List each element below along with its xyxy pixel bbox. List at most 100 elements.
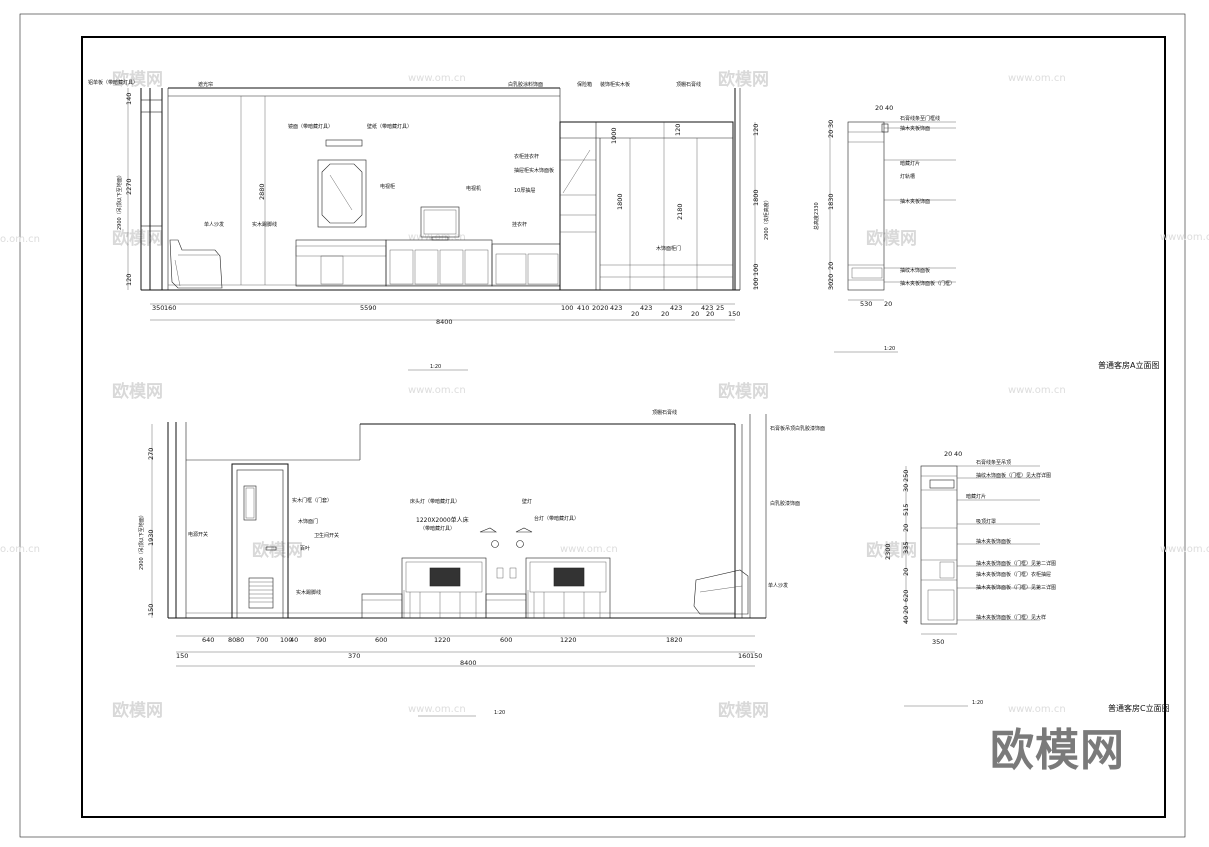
watermark-brand: 欧模网 xyxy=(718,700,769,721)
side-dim-left: 20 xyxy=(827,130,835,138)
outer-frame xyxy=(19,13,1186,838)
side-dim-top: 40 xyxy=(954,450,962,458)
dim-total: 8400 xyxy=(460,659,477,667)
side-scale: 1:20 xyxy=(972,700,983,706)
label-bed-light: 床头灯（带暗藏灯具） xyxy=(410,498,460,505)
dim-bottom-sub: 20 xyxy=(706,310,714,318)
scale-main: 1:20 xyxy=(430,364,441,370)
watermark-url: www.om.cn xyxy=(1160,544,1209,555)
side-label: 抽纹木饰面板 xyxy=(900,267,930,274)
watermarks: 欧模网 www.om.cn 欧模网 www.om.cn o.om.cn 欧模网 … xyxy=(0,69,1209,721)
label-chair: 单人沙发 xyxy=(204,221,224,228)
label-switch: 电源开关 xyxy=(188,531,208,538)
watermark-brand: 欧模网 xyxy=(718,381,769,402)
side-dim-top: 40 xyxy=(885,104,893,112)
label-bath-light: 卫生间开关 xyxy=(314,532,339,539)
inner-frame xyxy=(81,36,1166,818)
dim-inner: 120 xyxy=(674,124,682,136)
side-label: 暗藏灯片 xyxy=(966,493,986,500)
dim-right: 1800 xyxy=(752,189,760,206)
side-dim-left: 250 xyxy=(902,470,910,482)
dim-bottom: 423 xyxy=(610,304,622,312)
dim-left: 120 xyxy=(125,274,133,286)
side-dim-left: 30 xyxy=(902,484,910,492)
dim-bottom: 410 xyxy=(577,304,589,312)
dim-right: 120 xyxy=(752,124,760,136)
watermark-url: www.om.cn xyxy=(1160,232,1209,243)
label-door-note: 木饰面门 xyxy=(298,518,318,525)
side-dim-height: 2300 xyxy=(884,543,892,560)
dim-left: 270 xyxy=(147,448,155,460)
side-dim-left: 20 xyxy=(902,606,910,614)
dim-inner: 1000 xyxy=(610,127,618,144)
dim-bottom: 100 xyxy=(280,636,292,644)
dim-bottom: 600 xyxy=(375,636,387,644)
dim-bottom: 890 xyxy=(314,636,326,644)
dim-right-height: 2900（衣柜高度） xyxy=(763,197,770,240)
side-dim-left: 335 xyxy=(902,542,910,554)
label-safe: 保险箱 xyxy=(577,81,592,88)
dim-right: 100 xyxy=(752,278,760,290)
watermark-brand: 欧模网 xyxy=(112,69,163,90)
elevation-c-labels: 顶棚石膏线 石膏板吊顶白乳胶漆饰面 白乳胶漆饰面 电源开关 实木门框（门套） 木… xyxy=(138,409,825,716)
side-label: 吸顶灯罩 xyxy=(976,518,996,525)
dim-bottom: 100 xyxy=(561,304,573,312)
label-rail-line: 木饰面柜门 xyxy=(656,245,681,252)
dim-bottom: 40 xyxy=(290,636,298,644)
side-label: 抽木夹板饰面板 xyxy=(976,538,1011,545)
dim-left: 150 xyxy=(147,604,155,616)
label-ceiling-finish: 白乳胶涂料饰面 xyxy=(508,81,543,88)
label-door-frame: 实木门框（门套） xyxy=(292,497,332,504)
side-label: 暗藏灯片 xyxy=(900,160,920,167)
label-headboard-note: （带暗藏灯具） xyxy=(420,525,455,532)
side-label: 石膏线条至门框线 xyxy=(900,115,940,122)
dim-bottom: 2020 xyxy=(592,304,609,312)
label-door-louver: 百叶 xyxy=(300,545,310,552)
side-dim-top: 20 xyxy=(944,450,952,458)
dim-bottom: 80 xyxy=(236,636,244,644)
watermark-cn-tag: o.om.cn xyxy=(0,544,40,555)
dim-bottom: 1220 xyxy=(560,636,577,644)
dim-bottom: 600 xyxy=(500,636,512,644)
dim-bottom: 80 xyxy=(228,636,236,644)
side-label: 抽木夹板饰面 xyxy=(900,125,930,132)
label-sconce: 台灯（带暗藏灯具） xyxy=(534,515,579,522)
elevation-c-main xyxy=(151,414,767,717)
dim-left-height: 2900（吊顶以下至地面） xyxy=(138,512,145,570)
label-ceiling-line: 顶棚石膏线 xyxy=(652,409,677,416)
dim-bottom-sub: 20 xyxy=(631,310,639,318)
side-label: 抽木夹板饰面板（门框） xyxy=(900,280,955,287)
dim-bottom: 150 xyxy=(728,310,740,318)
dim-bottom: 423 xyxy=(701,304,713,312)
label-wardrobe-top: 装饰柜实木板 xyxy=(600,81,630,88)
side-label: 抽木夹板饰面板（门框）见大样 xyxy=(976,614,1046,621)
dim-bottom: 350 xyxy=(152,304,164,312)
dim-inner: 2880 xyxy=(258,183,266,200)
elevation-a-labels: 铝单板（带暗藏灯具） 遮光帘 白乳胶涂料饰面 保险箱 装饰柜实木板 顶棚石膏线 … xyxy=(88,79,770,370)
watermark-brand: 欧模网 xyxy=(866,228,917,249)
dim-bottom: 1820 xyxy=(666,636,683,644)
dim-bottom: 640 xyxy=(202,636,214,644)
elevation-a-main xyxy=(127,87,756,371)
dim-left: 140 xyxy=(125,93,133,105)
label-hang-rail: 挂衣杆 xyxy=(512,221,527,228)
dim-bottom2: 370 xyxy=(348,652,360,660)
elevation-c-side-section: 20 40 250 30 515 20 335 20 620 20 40 230… xyxy=(884,450,1056,707)
watermark-brand: 欧模网 xyxy=(252,540,303,561)
dim-total: 8400 xyxy=(436,318,453,326)
dim-bottom: 1220 xyxy=(434,636,451,644)
label-skirting: 实木踢脚线 xyxy=(252,221,277,228)
dim-inner: 1800 xyxy=(616,193,624,210)
side-dim-left: 620 xyxy=(902,590,910,602)
side-dim-bottom: 20 xyxy=(884,300,892,308)
side-dim-left: 30 xyxy=(827,282,835,290)
side-label: 抽木夹板饰面板（门框）衣柜抽屉 xyxy=(976,571,1051,578)
label-wall-paper: 壁纸（带暗藏灯具） xyxy=(367,123,412,130)
side-dim-left: 30 xyxy=(827,120,835,128)
side-dim-top: 20 xyxy=(875,104,883,112)
watermark-brand: 欧模网 xyxy=(866,540,917,561)
drawing-title-c: 普通客房C立面图 xyxy=(1108,703,1170,713)
watermark-url: www.om.cn xyxy=(408,73,466,84)
scale-main: 1:20 xyxy=(494,710,505,716)
